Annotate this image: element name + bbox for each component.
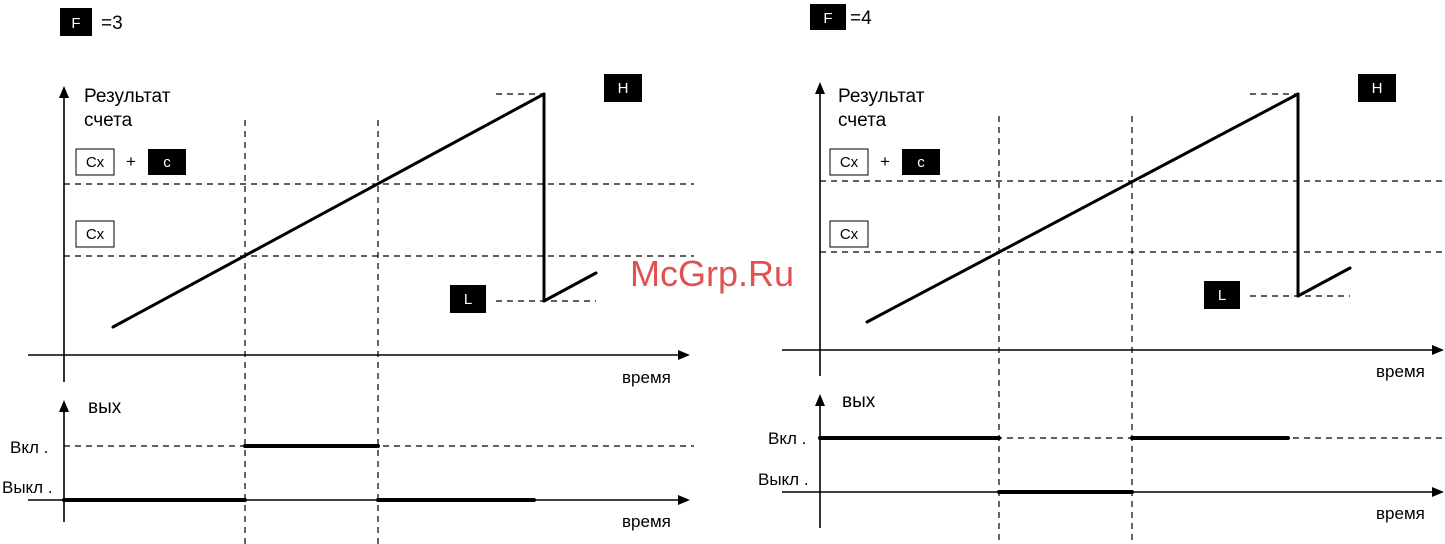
right-time-label-top: время: [1376, 362, 1425, 381]
left-l-label: L: [464, 291, 472, 308]
left-count-ramp-restart: [544, 273, 596, 301]
right-plus-sign: +: [880, 152, 890, 171]
left-plus-sign: +: [126, 152, 136, 171]
right-mode-value: =4: [850, 8, 872, 29]
right-off-label: Выкл .: [758, 470, 809, 489]
right-result-label-2: счета: [838, 110, 887, 131]
left-time-label-top: время: [622, 368, 671, 387]
left-result-label-1: Результат: [84, 86, 171, 107]
left-result-label-2: счета: [84, 110, 133, 131]
watermark: McGrp.Ru: [630, 253, 794, 294]
right-cx-label: Cx: [840, 226, 859, 243]
left-c-label: c: [163, 154, 171, 171]
left-cx-label: Cx: [86, 226, 105, 243]
left-time-label-bottom: время: [622, 512, 671, 531]
left-on-label: Вкл .: [10, 438, 48, 457]
left-output-label: вых: [88, 397, 122, 418]
right-cx-plus-label: Cx: [840, 154, 859, 171]
right-l-label: L: [1218, 287, 1226, 304]
left-h-label: H: [618, 80, 629, 97]
right-mode-key: F: [823, 10, 832, 27]
right-diagram: F =4 Результат счета время Cx + c Cx H L: [758, 4, 1444, 544]
right-h-label: H: [1372, 80, 1383, 97]
left-mode-value: =3: [101, 13, 123, 34]
left-off-label: Выкл .: [2, 478, 53, 497]
right-output-label: вых: [842, 391, 876, 412]
left-cx-plus-label: Cx: [86, 154, 105, 171]
right-result-label-1: Результат: [838, 86, 925, 107]
right-on-label: Вкл .: [768, 429, 806, 448]
right-c-label: c: [917, 154, 925, 171]
right-count-ramp-restart: [1298, 268, 1350, 296]
left-mode-key: F: [71, 15, 80, 32]
right-time-label-bottom: время: [1376, 504, 1425, 523]
left-diagram: F =3 Результат счета время Cx + c Cx H L: [2, 8, 694, 544]
